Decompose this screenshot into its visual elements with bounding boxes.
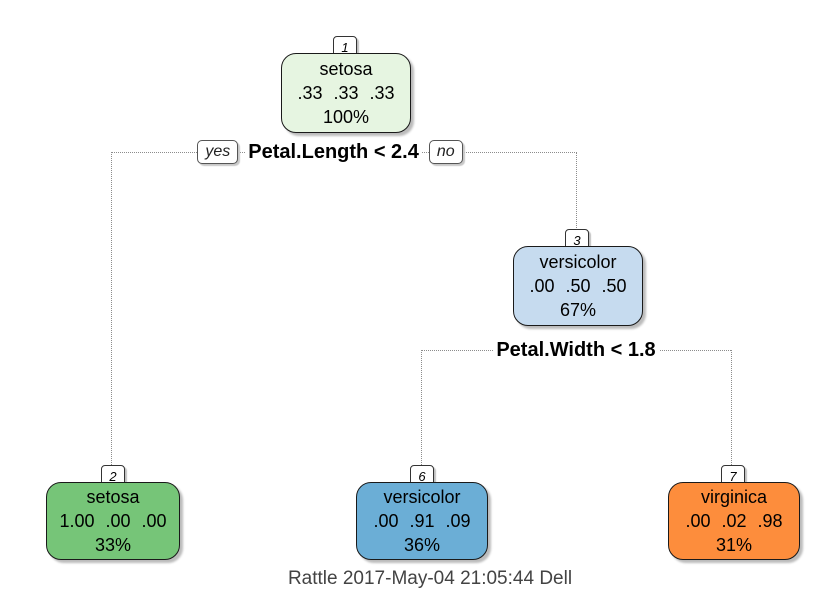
split-petal-width: Petal.Width < 1.8 bbox=[436, 339, 716, 362]
node-number: 7 bbox=[729, 468, 737, 484]
node-coverage: 100% bbox=[322, 107, 370, 127]
tree-node-setosa-leaf: setosa 1.00 .00 .00 33% bbox=[46, 482, 180, 560]
rattle-caption: Rattle 2017-May-04 21:05:44 Dell bbox=[287, 568, 573, 589]
edge-root-to-node3 bbox=[576, 152, 577, 232]
node-class-label: versicolor bbox=[383, 487, 461, 507]
node-class-label: setosa bbox=[86, 487, 140, 507]
split-condition-petal-length: Petal.Length < 2.4 bbox=[245, 140, 422, 164]
node-probabilities: .00 .02 .98 bbox=[685, 511, 783, 531]
node-number: 3 bbox=[573, 232, 581, 248]
node-number: 2 bbox=[109, 468, 117, 484]
yes-branch-label: yes bbox=[197, 140, 239, 164]
node-class-label: virginica bbox=[700, 487, 768, 507]
tree-node-versicolor-internal: versicolor .00 .50 .50 67% bbox=[513, 246, 643, 326]
node-number: 6 bbox=[418, 468, 426, 484]
node-class-label: setosa bbox=[319, 59, 373, 79]
node-probabilities: .33 .33 .33 bbox=[297, 83, 395, 103]
no-branch-label: no bbox=[428, 140, 463, 164]
node-number: 1 bbox=[341, 39, 349, 55]
tree-node-virginica-leaf: virginica .00 .02 .98 31% bbox=[668, 482, 800, 560]
edge-node3-to-node6 bbox=[421, 350, 422, 465]
split-condition-petal-width: Petal.Width < 1.8 bbox=[493, 339, 659, 362]
tree-node-root: setosa .33 .33 .33 100% bbox=[281, 53, 411, 133]
node-class-label: versicolor bbox=[539, 252, 617, 272]
node-coverage: 67% bbox=[559, 300, 597, 320]
node-probabilities: .00 .50 .50 bbox=[529, 276, 627, 296]
split-petal-length: yes Petal.Length < 2.4 no bbox=[170, 140, 490, 164]
tree-node-versicolor-leaf: versicolor .00 .91 .09 36% bbox=[356, 482, 488, 560]
edge-node3-to-node7 bbox=[731, 350, 732, 465]
node-coverage: 36% bbox=[403, 535, 441, 555]
node-coverage: 31% bbox=[715, 535, 753, 555]
node-number-badge: 6 bbox=[410, 465, 434, 487]
node-coverage: 33% bbox=[94, 535, 132, 555]
node-probabilities: .00 .91 .09 bbox=[373, 511, 471, 531]
node-probabilities: 1.00 .00 .00 bbox=[59, 511, 167, 531]
edge-root-to-node2 bbox=[111, 152, 112, 465]
